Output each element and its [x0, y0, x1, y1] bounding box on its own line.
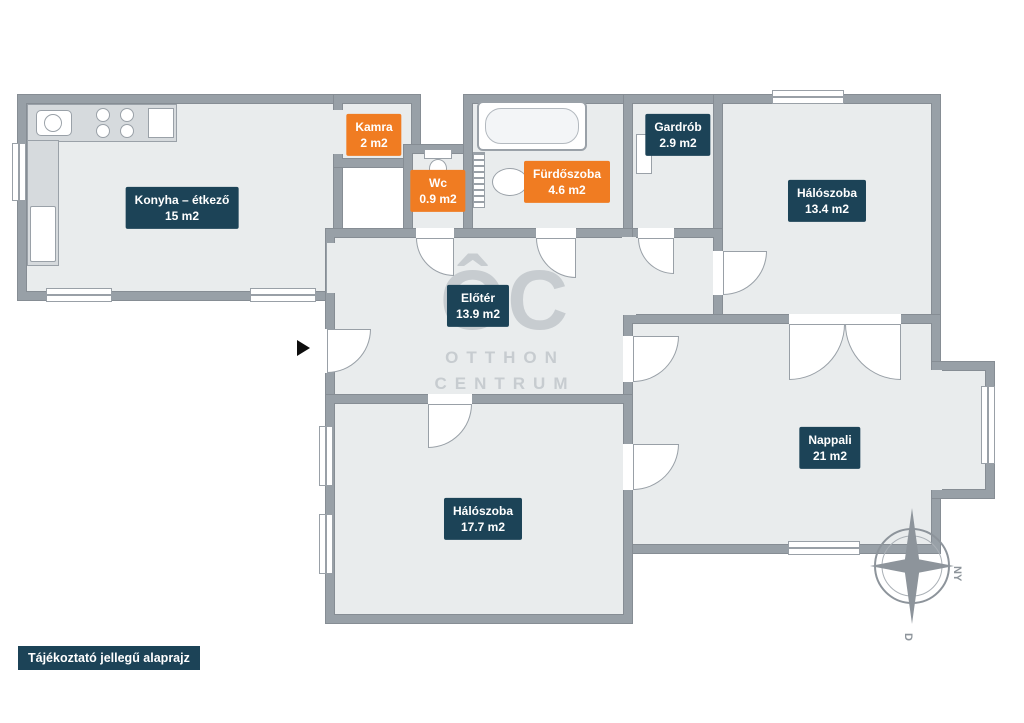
room-area: 2.9 m2	[659, 136, 697, 150]
kitchen-appliance-icon	[148, 108, 174, 138]
window-konyha-bottom-2	[250, 288, 316, 302]
door-gap-haloszoba2-nappali	[623, 444, 633, 490]
room-name: Nappali	[808, 432, 852, 447]
window-nappali-right	[981, 386, 995, 464]
room-label-furdoszoba: Fürdőszoba 4.6 m2	[524, 160, 610, 204]
compass-rose-icon: NY D	[870, 508, 963, 641]
door-gap-double-nappali	[789, 314, 901, 324]
compass-west-label: NY	[951, 566, 963, 582]
room-area: 21 m2	[812, 449, 848, 463]
window-konyha-bottom-1	[46, 288, 112, 302]
room-name: Hálószoba	[796, 185, 858, 200]
room-area: 13.9 m2	[455, 307, 501, 321]
room-name: Kamra	[355, 119, 393, 134]
room-label-wc: Wc 0.9 m2	[410, 169, 466, 213]
window-haloszoba1-top	[772, 90, 844, 104]
fridge-icon	[30, 206, 56, 262]
window-haloszoba2-left-2	[319, 514, 333, 574]
room-label-eloter: Előtér 13.9 m2	[446, 284, 510, 328]
room-area: 15 m2	[164, 209, 200, 223]
room-label-haloszoba-2: Hálószoba 17.7 m2	[443, 497, 523, 541]
kitchen-sink-basin-icon	[44, 114, 62, 132]
opening-konyha-kamra	[333, 110, 343, 154]
opening-konyha-eloter	[327, 243, 341, 293]
bathtub-inner-icon	[485, 108, 579, 144]
room-label-nappali: Nappali 21 m2	[799, 426, 861, 470]
toilet-tank-icon	[424, 149, 452, 159]
radiator-icon	[473, 152, 485, 208]
room-area: 13.4 m2	[804, 202, 850, 216]
door-arc-double-right	[845, 324, 901, 380]
room-area: 4.6 m2	[548, 183, 586, 197]
opening-nappali-bay	[928, 370, 942, 490]
room-label-gardrob: Gardrób 2.9 m2	[645, 113, 711, 157]
room-name: Konyha – étkező	[134, 192, 230, 207]
door-gap-haloszoba-2	[428, 394, 472, 404]
compass-south-label: D	[902, 633, 914, 641]
washbasin-icon	[492, 168, 528, 196]
disclaimer-badge: Tájékoztató jellegű alaprajz	[18, 646, 200, 670]
door-gap-entrance	[317, 329, 327, 373]
room-name: Fürdőszoba	[533, 166, 601, 181]
room-label-kamra: Kamra 2 m2	[346, 113, 402, 157]
door-gap-wc	[416, 228, 454, 238]
room-eloter	[326, 229, 632, 403]
door-gap-eloter-nappali	[623, 336, 633, 382]
door-arc-eloter-nappali	[633, 336, 679, 382]
room-label-haloszoba-1: Hálószoba 13.4 m2	[787, 179, 867, 223]
room-name: Wc	[428, 175, 447, 190]
window-haloszoba2-left-1	[319, 426, 333, 486]
stove-burner-icon	[96, 124, 110, 138]
stove-burner-icon	[120, 124, 134, 138]
stove-burner-icon	[120, 108, 134, 122]
window-nappali-bottom	[788, 541, 860, 555]
stove-burner-icon	[96, 108, 110, 122]
room-name: Előtér	[460, 290, 496, 305]
room-area: 2 m2	[360, 136, 388, 150]
door-gap-haloszoba-1	[713, 251, 723, 295]
room-area: 0.9 m2	[419, 192, 457, 206]
door-gap-gardrob	[638, 228, 674, 238]
opening-eloter-corridor	[622, 237, 636, 315]
room-name: Hálószoba	[452, 503, 514, 518]
room-name: Gardrób	[654, 119, 702, 134]
room-area: 17.7 m2	[460, 520, 506, 534]
door-gap-furdoszoba	[536, 228, 576, 238]
entrance-arrow-icon	[297, 340, 310, 356]
window-konyha-left	[12, 143, 26, 201]
room-label-konyha: Konyha – étkező 15 m2	[125, 186, 239, 230]
